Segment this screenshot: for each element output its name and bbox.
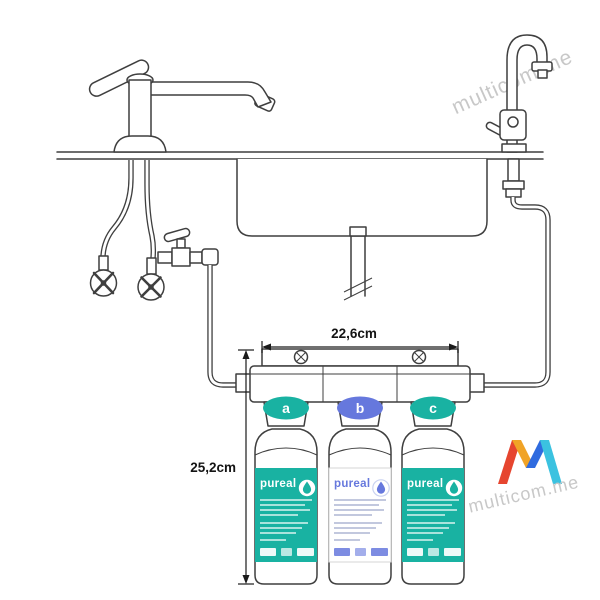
- height-dimension-label: 25,2cm: [190, 460, 236, 475]
- kitchen-faucet: [88, 59, 276, 153]
- brand-b: pureal: [334, 478, 370, 490]
- screw-left-icon: [293, 349, 309, 365]
- sink-basin: [236, 158, 488, 301]
- outlet-tube: [481, 197, 551, 388]
- label-footer-b: [334, 548, 388, 556]
- stage-ovals: a b c: [263, 396, 456, 420]
- filter-bottle-c: pureal: [401, 428, 465, 585]
- faucet-shank: [507, 158, 520, 182]
- faucet-collar: [501, 143, 527, 153]
- brand-c: pureal: [407, 478, 443, 490]
- shank-nut: [502, 180, 525, 190]
- adapter-elbow: [201, 248, 219, 266]
- faucet-handle: [88, 59, 150, 97]
- logo-stroke-red: [498, 440, 521, 484]
- filter-bottle-a: pureal: [254, 428, 318, 585]
- drain-fitting: [349, 226, 367, 237]
- faucet-base: [113, 135, 167, 153]
- spout-nozzle: [537, 69, 548, 79]
- valve-badge: [507, 116, 519, 128]
- watermark-text-mid: multicom.me: [466, 472, 581, 517]
- inlet-tube: [207, 265, 241, 388]
- countertop: [56, 151, 544, 160]
- brand-a: pureal: [260, 478, 296, 490]
- stage-letter-b: b: [356, 400, 365, 416]
- filter-bottle-b: pureal: [328, 428, 392, 585]
- mounting-bracket: [261, 348, 459, 367]
- dimension-width: 22,6cm: [261, 326, 459, 353]
- label-footer-c: [407, 548, 461, 556]
- drain-pipe: [343, 235, 373, 301]
- supply-plumbing: [89, 160, 219, 301]
- dimension-height: 25,2cm: [190, 349, 254, 585]
- shutoff-valve-left: [89, 255, 118, 297]
- stage-oval-c: [410, 396, 456, 420]
- filter-tubing: [207, 197, 551, 388]
- screw-right-icon: [411, 349, 427, 365]
- label-footer-a: [260, 548, 314, 556]
- logo-stroke-cyan: [540, 440, 562, 484]
- drop-icon-c: [449, 481, 459, 494]
- drop-icon-b: [376, 481, 386, 494]
- logo-stroke-orange: [512, 440, 535, 468]
- shank-fitting: [505, 188, 522, 198]
- faucet-body: [128, 79, 152, 141]
- drop-icon-a: [302, 481, 312, 494]
- stage-oval-a: [263, 396, 309, 420]
- drinking-faucet: [485, 34, 553, 198]
- stage-letter-c: c: [429, 400, 437, 416]
- width-dimension-label: 22,6cm: [331, 326, 377, 341]
- feed-adapter-valve: [157, 227, 219, 267]
- shutoff-valve-right: [137, 257, 165, 301]
- stage-letter-a: a: [282, 400, 290, 416]
- faucet-spout: [149, 81, 272, 108]
- stage-oval-b: [337, 396, 383, 420]
- watermark-logo: [498, 440, 562, 484]
